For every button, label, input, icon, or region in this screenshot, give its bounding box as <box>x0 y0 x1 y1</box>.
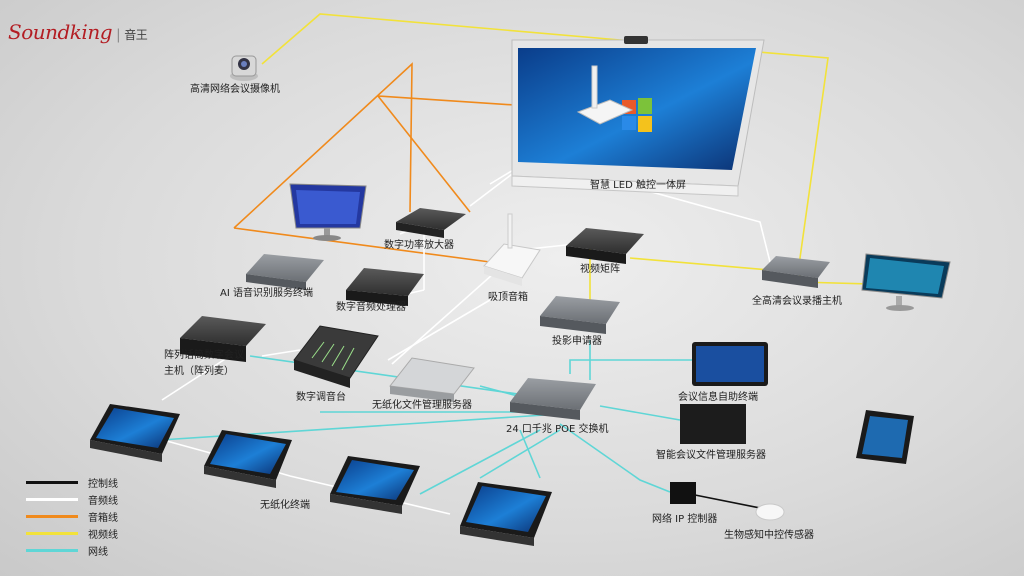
label-ai-terminal: AI 语音识别服务终端 <box>220 288 313 299</box>
paperless-terminal-3 <box>330 456 420 514</box>
control-lines <box>689 493 771 511</box>
label-audio-processor: 数字音频处理器 <box>336 302 406 313</box>
label-projection-applicator: 投影申请器 <box>552 336 602 347</box>
legend-item-speaker: 音箱线 <box>26 508 118 525</box>
legend-swatch <box>26 549 78 552</box>
ceiling-speaker <box>483 213 541 286</box>
legend-item-video: 视频线 <box>26 525 118 542</box>
speaker-lines <box>233 62 621 263</box>
file-server-device <box>680 404 746 444</box>
brand-chinese-name: 音王 <box>124 28 148 42</box>
audio-processor-device <box>346 268 424 306</box>
brand-logo: Soundking|音王 <box>8 20 148 44</box>
ptz-camera <box>230 55 258 81</box>
ai-voice-terminal <box>246 254 324 290</box>
label-amplifier: 数字功率放大器 <box>384 240 454 251</box>
legend-item-control: 控制线 <box>26 474 118 491</box>
label-broadcast-host: 全高清会议录播主机 <box>752 296 842 307</box>
legend-label: 控制线 <box>88 479 118 490</box>
label-mixer: 数字调音台 <box>296 392 346 403</box>
label-bio-sensor: 生物感知中控传感器 <box>724 530 814 541</box>
label-ip-controller: 网络 IP 控制器 <box>652 514 718 525</box>
legend-swatch <box>26 515 78 518</box>
digital-mixer <box>293 325 379 388</box>
legend-label: 音频线 <box>88 496 118 507</box>
legend-swatch <box>26 481 78 484</box>
label-file-server: 智能会议文件管理服务器 <box>656 450 766 461</box>
ip-controller-device <box>670 482 696 504</box>
legend-item-audio: 音频线 <box>26 491 118 508</box>
label-array-mic-host-line1: 阵列话筒数字会议 <box>164 350 244 361</box>
label-poe-switch: 24 口千兆 POE 交换机 <box>506 424 609 435</box>
brand-name: Soundking <box>8 20 113 44</box>
poe-switch-device <box>510 378 596 420</box>
label-paperless-server: 无纸化文件管理服务器 <box>372 400 472 411</box>
label-array-mic-host-line2: 主机（阵列麦） <box>164 366 234 377</box>
label-paperless-terminal: 无纸化终端 <box>260 500 310 511</box>
legend-label: 视频线 <box>88 530 118 541</box>
power-amplifier <box>396 208 466 238</box>
paperless-terminal-4 <box>460 482 552 546</box>
projection-applicator-device <box>540 296 620 334</box>
label-video-matrix: 视频矩阵 <box>580 264 620 275</box>
paperless-terminal-1 <box>90 404 180 462</box>
broadcast-host-device <box>762 256 830 288</box>
cable-legend: 控制线 音频线 音箱线 视频线 网线 <box>26 474 118 559</box>
paperless-terminal-2 <box>204 430 292 488</box>
label-ceiling-speaker: 吸顶音箱 <box>488 292 528 303</box>
bio-sensor-device <box>755 503 785 521</box>
legend-swatch <box>26 532 78 535</box>
wireless-mic-base-icon <box>576 65 634 125</box>
legend-label: 网线 <box>88 547 108 558</box>
label-led-screen: 智慧 LED 触控一体屏 <box>590 180 686 191</box>
windows-logo-icon <box>622 98 652 132</box>
display-monitor <box>289 183 367 241</box>
paperless-server-device <box>389 357 475 402</box>
legend-label: 音箱线 <box>88 513 118 524</box>
label-camera: 高清网络会议摄像机 <box>190 84 280 95</box>
side-monitor <box>861 253 951 311</box>
array-mic-host <box>180 316 266 362</box>
tablet-device <box>856 410 914 464</box>
brand-divider: | <box>116 27 121 43</box>
info-kiosk-terminal <box>692 342 768 386</box>
label-info-terminal: 会议信息自助终端 <box>678 392 758 403</box>
video-matrix-device <box>566 228 644 264</box>
legend-swatch <box>26 498 78 501</box>
led-touch-screen <box>511 36 765 197</box>
legend-item-network: 网线 <box>26 542 118 559</box>
